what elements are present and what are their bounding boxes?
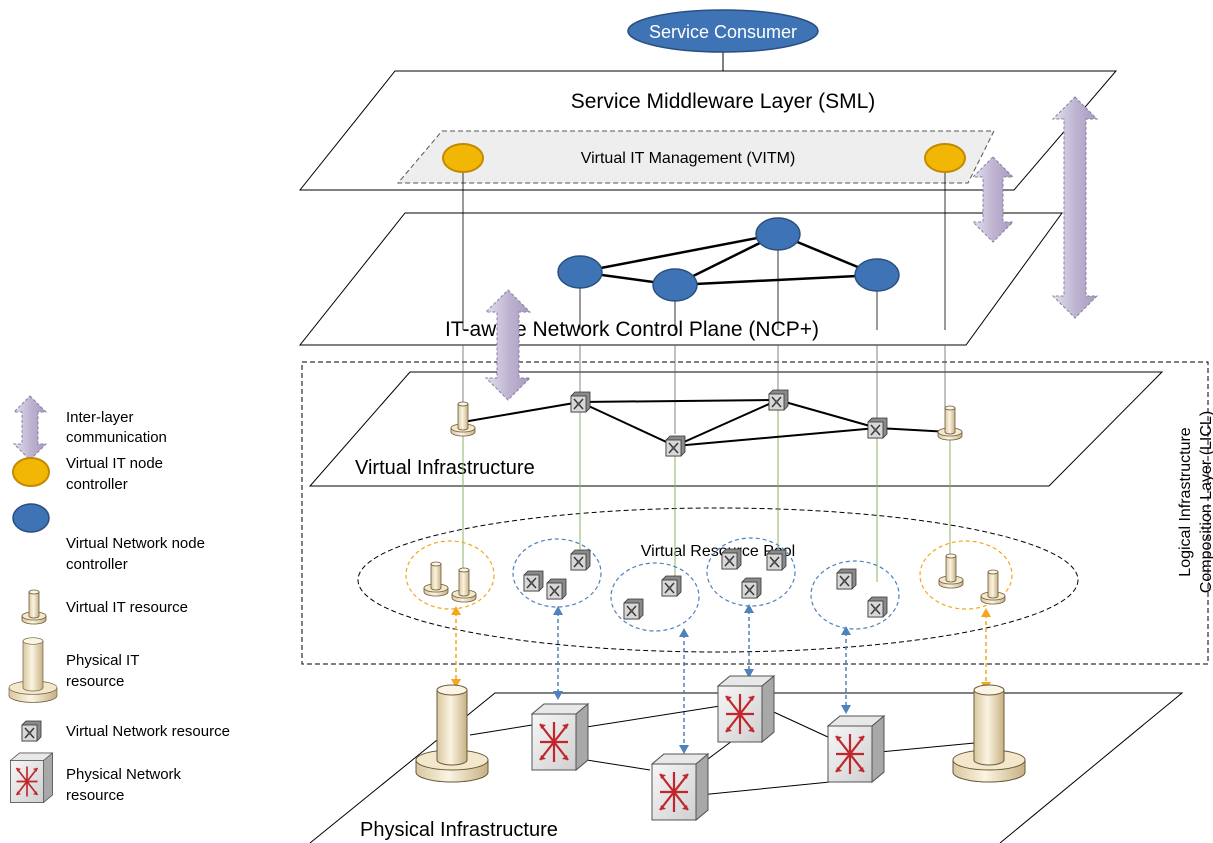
controller-downlinks <box>462 172 946 330</box>
licl-boundary <box>301 361 1209 665</box>
pool-group-it-left <box>405 540 495 610</box>
pool-title: Virtual Resource Pool <box>641 543 795 560</box>
vi-topology-links <box>462 399 951 447</box>
vitm-label: Virtual IT Management (VITM) <box>581 150 796 167</box>
pool-net-resource[interactable] <box>741 577 762 599</box>
legend-physical-net-icon <box>9 752 54 804</box>
vitm-plane <box>396 130 995 184</box>
pool-net-resource[interactable] <box>721 548 742 570</box>
legend-virtual-it-icon <box>21 589 47 625</box>
pool-group-net-1 <box>512 538 602 608</box>
service-consumer-label: Service Consumer <box>649 22 797 42</box>
legend-comm-line2: communication <box>66 429 167 446</box>
ncp-title: IT-aware Network Control Plane (NCP+) <box>445 318 819 341</box>
pool-net-resource[interactable] <box>867 596 888 618</box>
legend-v-it-line1: Virtual IT resource <box>66 599 188 616</box>
pool-group-net-4 <box>810 560 900 630</box>
controller-downlinks-lower <box>462 345 946 434</box>
legend-net-controller-icon <box>12 503 50 533</box>
legend-physical-it-icon <box>8 637 58 703</box>
virtual-infrastructure-plane <box>308 371 1164 487</box>
pool-net-resource[interactable] <box>661 575 682 597</box>
it-mapping-heads <box>451 606 991 691</box>
pool-it-resource[interactable] <box>423 561 449 597</box>
it-mapping-arrows <box>455 612 987 683</box>
net-mapping-arrows <box>557 610 847 748</box>
pool-it-resource[interactable] <box>451 567 477 603</box>
arrow-sml-vi <box>1051 96 1099 319</box>
pool-group-net-3 <box>706 537 796 607</box>
pool-net-resource[interactable] <box>836 568 857 590</box>
legend-net-ctrl-line2: controller <box>66 556 128 573</box>
legend-it-ctrl-line1: Virtual IT node <box>66 455 163 472</box>
legend-net-ctrl-line1: Virtual Network node <box>66 535 205 552</box>
physical-net-resource-2[interactable] <box>650 752 710 822</box>
net-controller-2[interactable] <box>652 268 698 302</box>
vi-net-resource-3[interactable] <box>768 389 789 411</box>
licl-label-line2: Composition Layer (LICL) <box>1198 411 1213 593</box>
net-controller-3[interactable] <box>755 217 801 251</box>
legend-inter-layer-arrow-icon <box>12 395 48 461</box>
vi-net-resource-2[interactable] <box>665 435 686 457</box>
legend-it-ctrl-line2: controller <box>66 476 128 493</box>
arrow-sml-ncp <box>971 156 1015 243</box>
pool-net-resource[interactable] <box>570 549 591 571</box>
pool-net-resource[interactable] <box>523 570 544 592</box>
it-controller-right[interactable] <box>924 143 966 173</box>
physical-net-resource-4[interactable] <box>826 714 886 784</box>
net-mapping-heads <box>553 604 851 754</box>
pi-title: Physical Infrastructure <box>360 819 558 841</box>
pool-net-resource[interactable] <box>766 549 787 571</box>
virtual-resource-pool <box>357 507 1079 653</box>
legend-virtual-net-icon <box>21 720 42 742</box>
legend-v-net-line1: Virtual Network resource <box>66 723 230 740</box>
physical-net-resource-3[interactable] <box>716 674 776 744</box>
physical-net-resource-1[interactable] <box>530 702 590 772</box>
legend-p-it-line1: Physical IT <box>66 652 139 669</box>
licl-label-line1: Logical Infrastructure <box>1177 427 1194 577</box>
legend-p-net-line1: Physical Network <box>66 766 182 783</box>
legend-p-net-line2: resource <box>66 787 124 804</box>
vi-title: Virtual Infrastructure <box>355 457 535 479</box>
legend: Inter-layer communication Virtual IT nod… <box>8 395 230 804</box>
legend-comm-line1: Inter-layer <box>66 409 134 426</box>
legend-it-controller-icon <box>12 457 50 487</box>
service-consumer-node[interactable] <box>627 9 819 53</box>
pool-it-resource[interactable] <box>980 569 1006 605</box>
vi-net-resource-4[interactable] <box>867 417 888 439</box>
net-controller-1[interactable] <box>557 255 603 289</box>
pool-net-resource[interactable] <box>623 598 644 620</box>
pool-group-it-right <box>919 540 1013 610</box>
vi-net-resource-1[interactable] <box>570 391 591 413</box>
pool-net-resource[interactable] <box>546 578 567 600</box>
sml-title: Service Middleware Layer (SML) <box>571 90 876 113</box>
legend-p-it-line2: resource <box>66 673 124 690</box>
vi-to-pool-links <box>462 402 951 586</box>
net-controller-4[interactable] <box>854 258 900 292</box>
physical-infrastructure-plane <box>309 692 1184 843</box>
it-controller-left[interactable] <box>442 143 484 173</box>
pool-group-net-2 <box>610 562 700 632</box>
arrow-ncp-vi <box>484 289 532 401</box>
pool-it-resource[interactable] <box>938 553 964 589</box>
